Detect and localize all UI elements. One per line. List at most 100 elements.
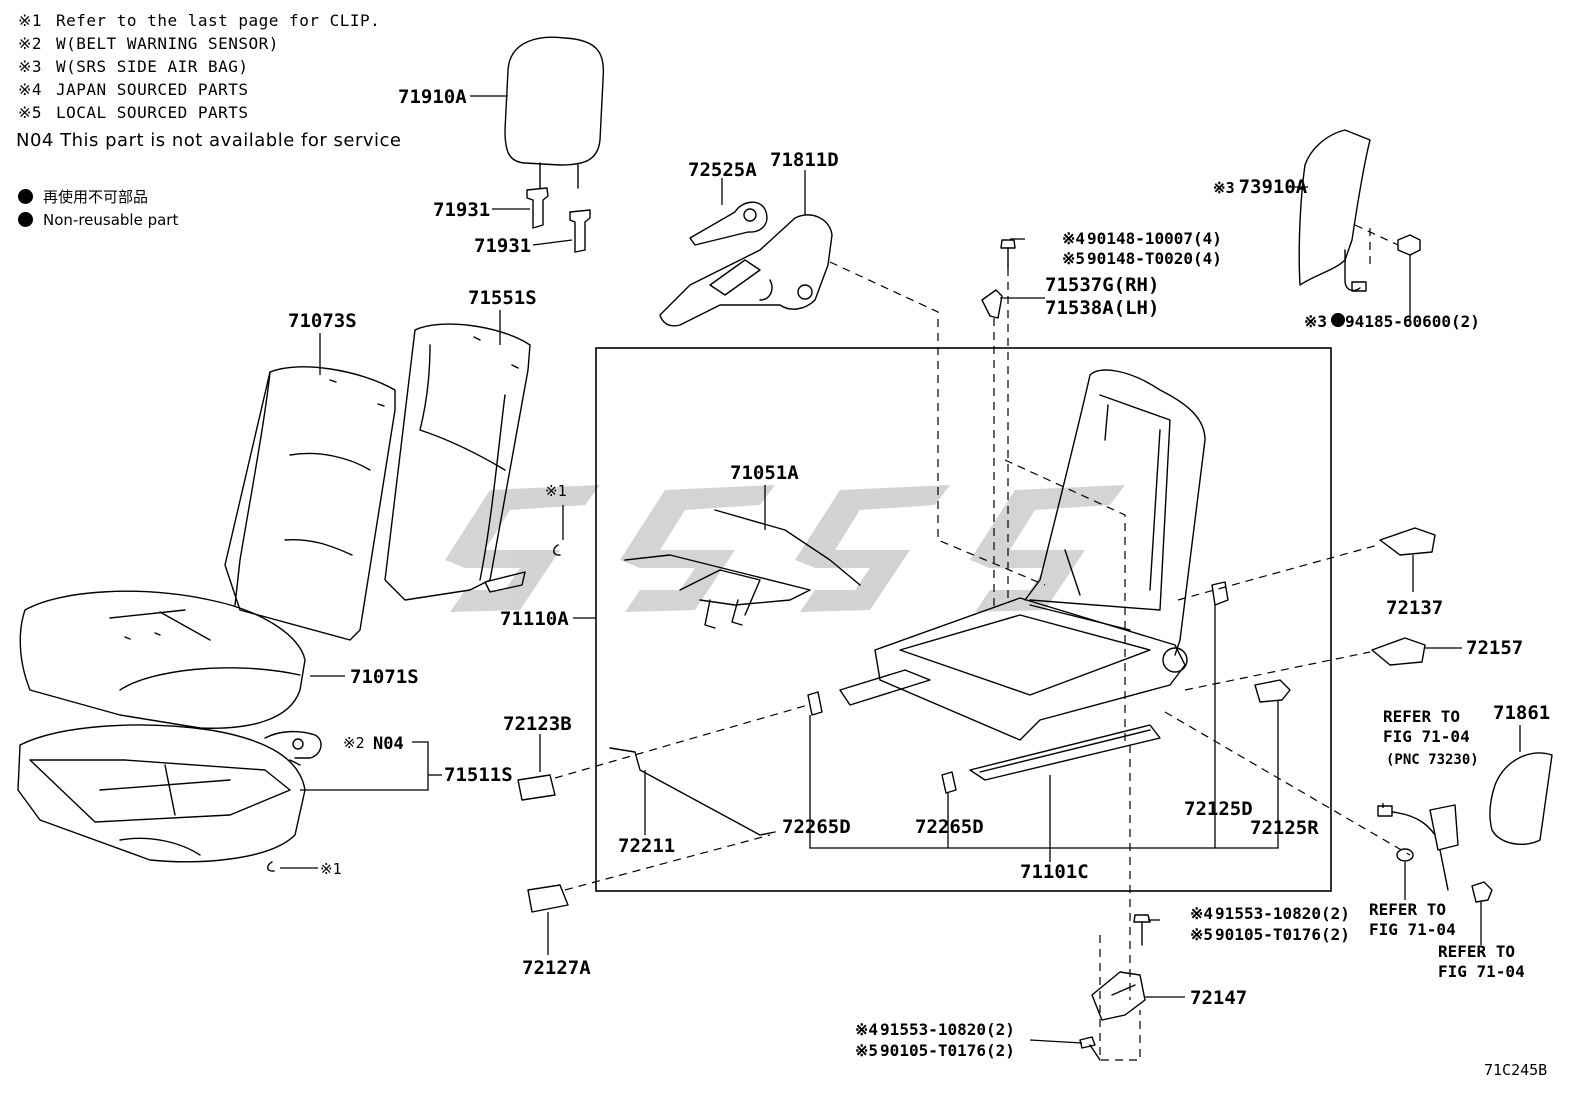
hook-part	[941, 771, 957, 794]
label-71551S: 71551S	[468, 287, 537, 309]
note-2: ※2 W(BELT WARNING SENSOR)	[18, 35, 279, 53]
label-71073S: 71073S	[288, 310, 357, 332]
label-71511S: 71511S	[444, 764, 513, 786]
note-text: Refer to the last page for CLIP.	[56, 11, 381, 30]
bracket-part	[1091, 971, 1146, 1021]
label-71110A: 71110A	[500, 608, 569, 630]
note-mark: ※2	[18, 34, 43, 53]
seat-frame-part	[874, 369, 1206, 741]
headrest-part	[504, 36, 605, 189]
label-71538A: 71538A(LH)	[1045, 297, 1159, 319]
note-1: ※1 Refer to the last page for CLIP.	[18, 12, 380, 30]
label-refer-1-line1: REFER TO	[1383, 707, 1460, 726]
label-72127A: 72127A	[522, 957, 591, 979]
label-72125R: 72125R	[1250, 817, 1319, 839]
headrest-guide-part	[526, 187, 591, 253]
clip-icon	[267, 861, 275, 872]
legend-en-text: Non-reusable part	[43, 211, 179, 229]
cover-hook-part	[517, 774, 556, 801]
clip-icon	[553, 544, 561, 556]
n04-code: N04	[16, 130, 54, 151]
label-71861: 71861	[1493, 702, 1550, 724]
legend-jp-text: 再使用不可部品	[43, 188, 149, 206]
note-mark: ※1	[18, 11, 43, 30]
label-72525A: 72525A	[688, 159, 757, 181]
n04-note: N04 This part is not available for servi…	[16, 132, 401, 150]
seat-spring-part	[624, 509, 861, 629]
label-71931-b: 71931	[474, 235, 531, 257]
label-71931-a: 71931	[433, 199, 490, 221]
cover-clip-part	[1379, 527, 1436, 556]
cover-wire-part	[609, 747, 776, 836]
legend-jp: 再使用不可部品	[18, 186, 148, 207]
label-refer-2-line1: REFER TO	[1369, 900, 1446, 919]
note-mark: ※5	[18, 103, 43, 122]
clip-bracket-part	[981, 289, 1003, 319]
label-refer-2-line2: FIG 71-04	[1369, 920, 1456, 939]
note-text: W(SRS SIDE AIR BAG)	[56, 57, 249, 76]
washer-part	[1396, 848, 1414, 862]
n04-text: This part is not available for service	[60, 130, 402, 151]
hook-part	[807, 691, 823, 716]
label-71051A: 71051A	[730, 462, 799, 484]
label-71101C: 71101C	[1020, 861, 1089, 883]
nut-part	[1397, 234, 1421, 256]
side-shield-part	[659, 214, 833, 327]
cushion-pad-part	[17, 724, 306, 863]
cushion-cover-part	[19, 590, 306, 729]
label-refer-1-line2: FIG 71-04	[1383, 727, 1470, 746]
label-72265D-a: 72265D	[782, 816, 851, 838]
note-text: JAPAN SOURCED PARTS	[56, 80, 249, 99]
figure-code: 71C245B	[1484, 1061, 1547, 1079]
buckle-cover-part	[1489, 752, 1553, 846]
label-72125D: 72125D	[1184, 798, 1253, 820]
cover-hook-part	[527, 884, 569, 913]
label-72157: 72157	[1466, 637, 1523, 659]
nut-part	[1471, 881, 1493, 903]
label-belt-sensor-ref: ※2	[343, 734, 365, 752]
bolt-part	[1079, 1036, 1101, 1061]
label-refer-3-line2: FIG 71-04	[1438, 962, 1525, 981]
bolt-part	[1000, 239, 1016, 269]
label-71811D: 71811D	[770, 149, 839, 171]
label-72147: 72147	[1190, 987, 1247, 1009]
label-71537G: 71537G(RH)	[1045, 274, 1159, 296]
watermark-logo	[445, 485, 1125, 612]
assembly-guides	[554, 224, 1411, 1061]
note-mark: ※4	[18, 80, 43, 99]
label-clip-ref-1: ※1	[545, 482, 567, 500]
hook-part	[1211, 581, 1229, 606]
legend-en: Non-reusable part	[18, 211, 178, 229]
label-71910A: 71910A	[398, 86, 467, 108]
note-mark: ※3	[18, 57, 43, 76]
note-text: LOCAL SOURCED PARTS	[56, 103, 249, 122]
cover-clip-part	[1371, 637, 1426, 666]
label-72265D-b: 72265D	[915, 816, 984, 838]
side-airbag-part	[1298, 129, 1371, 292]
recliner-handle-part	[689, 201, 768, 246]
seatbelt-buckle-part	[1377, 804, 1459, 891]
note-4: ※4 JAPAN SOURCED PARTS	[18, 81, 249, 99]
note-text: W(BELT WARNING SENSOR)	[56, 34, 279, 53]
label-72123B: 72123B	[503, 713, 572, 735]
hook-part	[1254, 679, 1291, 703]
non-reusable-dot-icon	[1331, 313, 1345, 327]
label-n04: N04	[373, 734, 404, 754]
leader-lines	[280, 95, 1521, 1044]
frame-box	[595, 347, 1332, 892]
seatback-cover-part	[224, 366, 396, 641]
non-reusable-dot-icon	[18, 212, 33, 227]
label-71071S: 71071S	[350, 666, 419, 688]
non-reusable-dot-icon	[18, 189, 33, 204]
label-72137: 72137	[1386, 597, 1443, 619]
note-3: ※3 W(SRS SIDE AIR BAG)	[18, 58, 249, 76]
